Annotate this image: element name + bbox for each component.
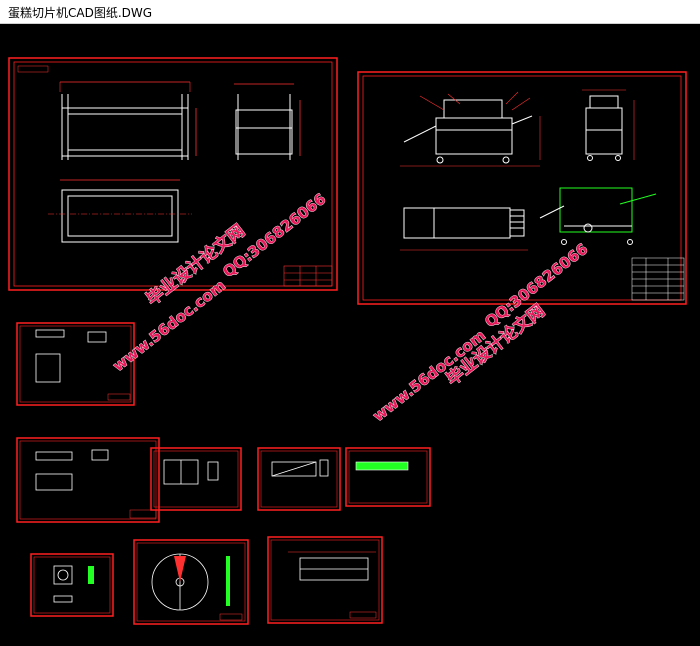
sheet-frame-assembly[interactable] xyxy=(8,57,338,291)
sheet-part-7[interactable] xyxy=(133,539,249,625)
watermark-2: www.56doc.com QQ:306826066 毕业设计论文网 xyxy=(369,239,592,425)
window-titlebar: 蛋糕切片机CAD图纸.DWG xyxy=(0,0,700,24)
sheet-part-8[interactable] xyxy=(267,536,383,624)
sheet-general-assembly[interactable] xyxy=(357,71,687,305)
sheet-part-3[interactable] xyxy=(150,447,242,511)
watermark-1: www.56doc.com QQ:306826066 毕业设计论文网 xyxy=(109,189,330,375)
sheet-part-4[interactable] xyxy=(257,447,341,511)
sheet-part-6[interactable] xyxy=(30,553,114,617)
sheet-part-2[interactable] xyxy=(16,437,160,523)
sheet-part-1[interactable] xyxy=(16,322,135,406)
window-title: 蛋糕切片机CAD图纸.DWG xyxy=(8,6,153,20)
sheet-part-5[interactable] xyxy=(345,447,431,507)
cad-drawing-canvas[interactable]: www.56doc.com QQ:306826066 毕业设计论文网 www.5… xyxy=(0,24,700,646)
